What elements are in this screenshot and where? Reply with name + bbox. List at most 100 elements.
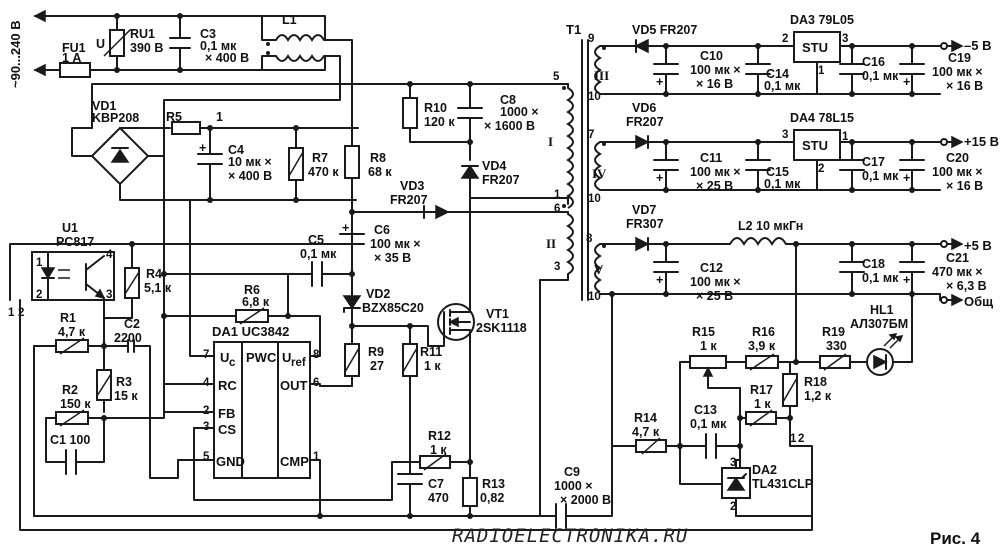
c10-value1: 100 мк × [690, 63, 741, 77]
svg-text:4: 4 [106, 249, 113, 261]
r14-name: R14 [634, 411, 657, 425]
svg-text:1: 1 [554, 189, 561, 201]
output-plus15: VD6 FR207 + C11 100 мк × × 25 В C15 0,1 … [599, 101, 999, 193]
snubber-section: R8 68 к R10 120 к C8 1000 × × 1600 В VD4… [344, 81, 569, 351]
r12-name: R12 [428, 429, 451, 443]
c3-value1: 0,1 мк [200, 39, 237, 53]
svg-text:3: 3 [106, 289, 112, 301]
c7-value: 470 [428, 491, 449, 505]
r19-value: 330 [826, 339, 847, 353]
c8-name: C8 [500, 93, 516, 107]
t1-name: T1 [566, 22, 581, 37]
svg-text:1: 1 [313, 451, 320, 463]
svg-text:5: 5 [203, 451, 210, 463]
svg-text:1: 1 [818, 65, 825, 77]
c17-value: 0,1 мк [862, 169, 899, 183]
fuse-fu1 [59, 62, 91, 78]
da2-value: TL431CLP [752, 477, 813, 491]
c21-value1: 470 мк × [932, 265, 983, 279]
r18-name: R18 [804, 375, 827, 389]
output-plus5-label: +5 В [964, 238, 992, 253]
r1-name: R1 [60, 311, 76, 325]
svg-text:+: + [656, 273, 663, 287]
r10-name: R10 [424, 101, 447, 115]
resistor-r5 [171, 121, 201, 135]
svg-text:2: 2 [798, 433, 804, 445]
svg-text:2: 2 [36, 289, 42, 301]
resistor-r13 [462, 477, 478, 507]
r7-value: 470 к [308, 165, 339, 179]
ru1-symbol: U [96, 37, 105, 51]
svg-text:2: 2 [18, 307, 24, 319]
bridge-vd1: VD1 KBP208 [71, 99, 173, 201]
svg-text:10: 10 [588, 91, 601, 103]
c4-value2: × 400 В [228, 169, 272, 183]
svg-text:9: 9 [588, 33, 594, 45]
r12-value: 1 к [430, 443, 447, 457]
svg-text:+: + [656, 171, 663, 185]
svg-text:1: 1 [8, 307, 15, 319]
svg-text:7: 7 [588, 129, 594, 141]
r18-value: 1,2 к [804, 389, 832, 403]
fu1-value: 1 А [62, 51, 81, 65]
svg-text:+: + [903, 75, 910, 89]
c10-name: C10 [700, 49, 723, 63]
winding-i: I [548, 134, 553, 149]
c7-name: C7 [428, 477, 444, 491]
svg-text:RC: RC [218, 378, 237, 393]
c17-name: C17 [862, 155, 885, 169]
svg-text:GND: GND [216, 454, 245, 469]
svg-text:+: + [199, 141, 206, 155]
r16-value: 3,9 к [748, 339, 776, 353]
r8-value: 68 к [368, 165, 392, 179]
r2-name: R2 [62, 383, 78, 397]
compensation-network: R1 4,7 к C2 2200 R3 15 к R2 150 к C1 100 [33, 311, 181, 517]
input-voltage-label: ~90...240 В [8, 20, 23, 88]
svg-text:c: c [229, 357, 236, 369]
vd7-value: FR307 [626, 217, 664, 231]
da3-name: DA3 79L05 [790, 13, 854, 27]
c11-value1: 100 мк × [690, 165, 741, 179]
vd6-value: FR207 [626, 115, 664, 129]
r7-name: R7 [312, 151, 328, 165]
u1-value: PC817 [56, 235, 94, 249]
r3-value: 15 к [114, 389, 138, 403]
r11-name: R11 [420, 345, 442, 359]
vd2-value: BZX85C20 [362, 301, 424, 315]
output-minus5-label: –5 В [964, 38, 991, 53]
regulator-da3 [793, 31, 841, 63]
svg-text:CMP: CMP [280, 454, 309, 469]
c11-name: C11 [700, 151, 722, 165]
vd4-name: VD4 [482, 159, 506, 173]
r15-value: 1 к [700, 339, 717, 353]
l2-name: L2 10 мкГн [738, 219, 803, 233]
c9-value1: 1000 × [554, 479, 593, 493]
resistor-r10 [402, 97, 418, 129]
c13-name: C13 [694, 403, 717, 417]
vt1-name: VT1 [486, 307, 509, 321]
c5-name: C5 [308, 233, 324, 247]
svg-text:8: 8 [586, 233, 593, 245]
c15-name: C15 [766, 165, 789, 179]
c4-name: C4 [228, 143, 244, 157]
c16-value: 0,1 мк [862, 69, 899, 83]
output-minus5: VD5 FR207 + C10 100 мк × × 16 В C14 0,1 … [599, 13, 991, 97]
da1-name: DA1 UC3842 [212, 324, 289, 339]
c9-value2: × 2000 В [560, 493, 611, 507]
r11-value: 1 к [424, 359, 441, 373]
r13-value: 0,82 [480, 491, 504, 505]
output-common-label: Общ [964, 294, 993, 309]
svg-text:1: 1 [790, 433, 797, 445]
svg-text:+: + [342, 221, 349, 235]
figure-label: Рис. 4 [930, 529, 981, 548]
svg-text:6: 6 [554, 203, 560, 215]
vd4-value: FR207 [482, 173, 520, 187]
optocoupler-u1: U1 PC817 1 2 4 3 1 2 R4 5,1 к [8, 221, 813, 531]
svg-text:3: 3 [730, 457, 736, 469]
svg-text:U: U [282, 350, 291, 365]
c5-value: 0,1 мк [300, 247, 337, 261]
svg-text:5: 5 [553, 71, 560, 83]
vd1-name: VD1 [92, 99, 116, 113]
r17-name: R17 [750, 383, 773, 397]
da4-name: DA4 78L15 [790, 111, 854, 125]
